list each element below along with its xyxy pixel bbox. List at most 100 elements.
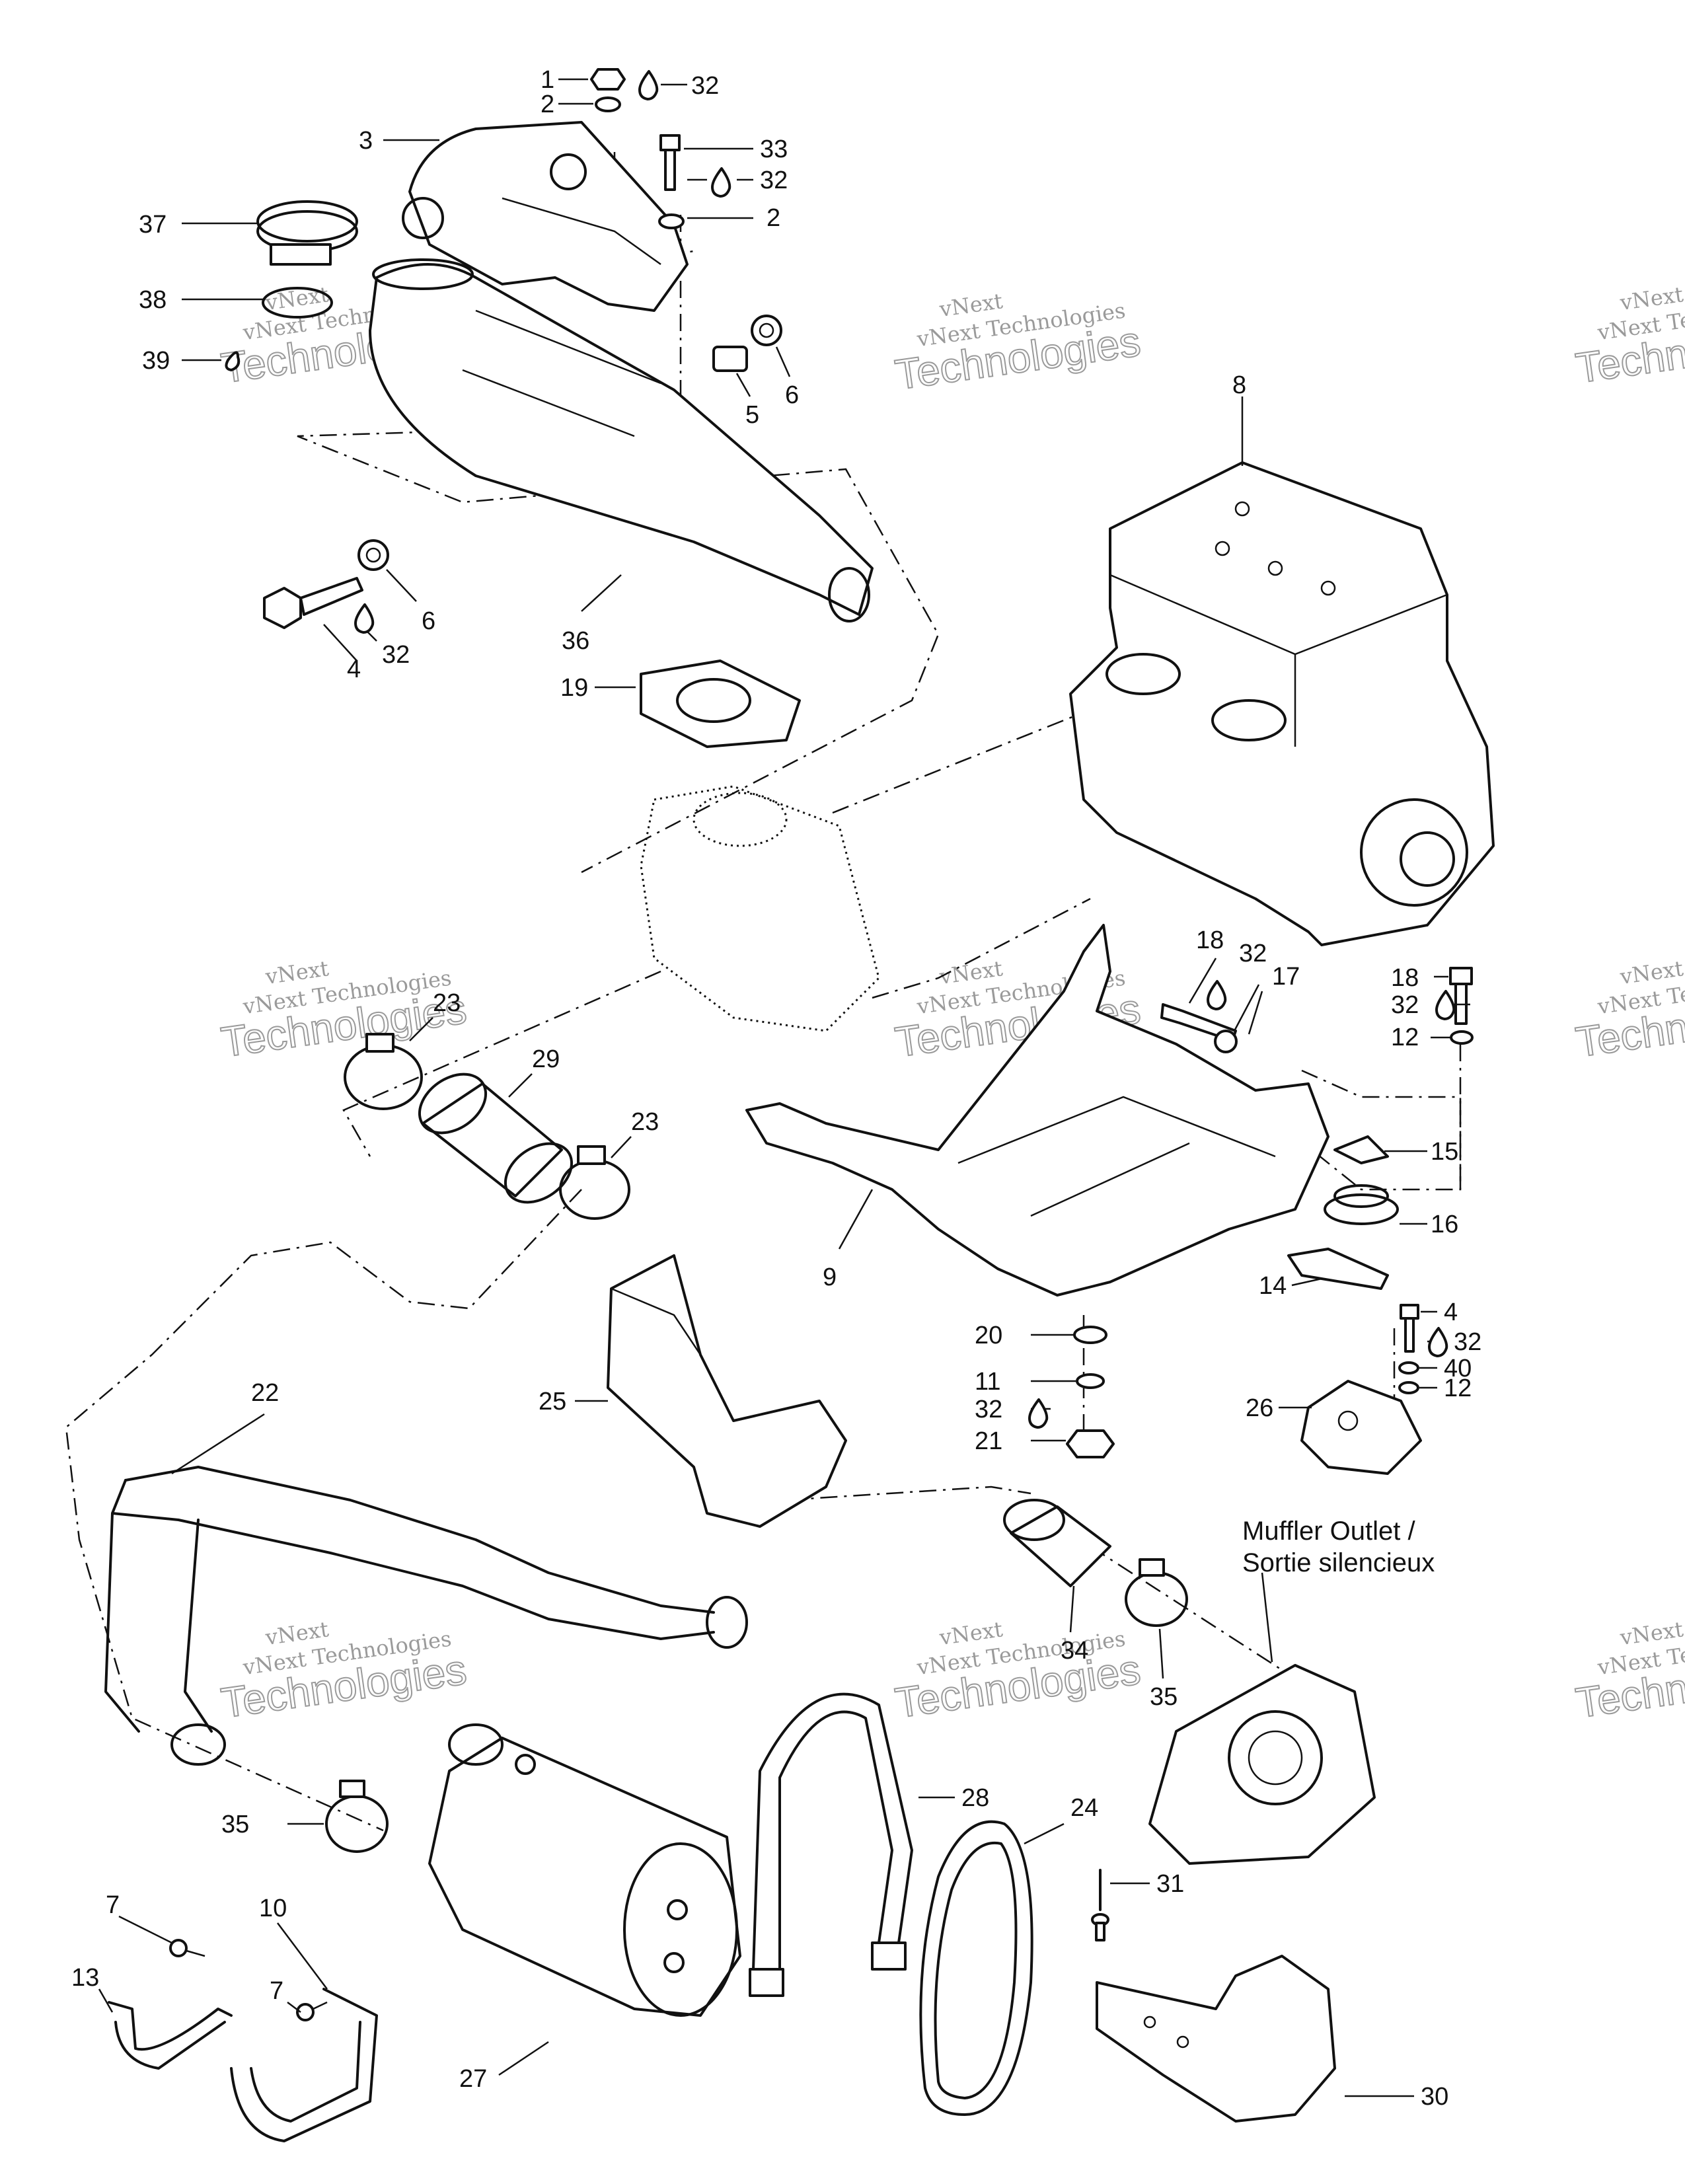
assembly-line-elbow-hose (342, 970, 661, 1157)
assembly-line-pipe-outlet (726, 1472, 1031, 1501)
callout-14: 14 (1259, 1272, 1287, 1300)
washer-2-top (595, 96, 621, 112)
callout-32: 32 (691, 72, 719, 100)
exhaust-manifold-3 (402, 121, 689, 312)
o-ring-38 (262, 287, 333, 319)
rivet-31 (1091, 1869, 1109, 1941)
assembly-line-engine-elbow (832, 706, 1098, 814)
washer-2-right (658, 213, 685, 229)
muffler-outlet (1148, 1664, 1376, 1865)
washer-20 (1073, 1326, 1107, 1344)
callout-16: 16 (1431, 1211, 1458, 1238)
screw-7-left (169, 1939, 206, 1957)
callout-10: 10 (259, 1895, 287, 1922)
nut-21 (1066, 1429, 1115, 1458)
callout-5: 5 (745, 401, 759, 429)
callout-32: 32 (1391, 991, 1419, 1019)
callout-19: 19 (560, 674, 588, 702)
screw-7-right (296, 2001, 328, 2021)
clamp-23-left (344, 1033, 423, 1110)
strap-28 (749, 1692, 913, 1997)
callout-26: 26 (1246, 1394, 1273, 1422)
callout-29: 29 (532, 1045, 560, 1073)
callout-37: 37 (139, 211, 167, 239)
callout-28: 28 (961, 1784, 989, 1812)
callout-3: 3 (359, 127, 373, 155)
callout-40: 40 (1444, 1355, 1472, 1382)
assembly-line-hose-muffler (65, 1189, 582, 1832)
washer-12-top (1450, 1030, 1474, 1045)
callout-1: 1 (541, 66, 554, 94)
plate-14 (1287, 1248, 1389, 1290)
callout-35: 35 (221, 1811, 249, 1838)
nut-1 (590, 68, 626, 91)
mount-26 (1300, 1380, 1422, 1475)
callout-33: 33 (760, 135, 788, 163)
washer-17 (1214, 1030, 1238, 1053)
callout-2: 2 (541, 91, 554, 118)
sealant-drop-icon (638, 70, 659, 100)
callout-numbers: 1 2 32 3 33 32 2 37 38 39 5 6 8 6 4 32 3… (71, 66, 1481, 2111)
callout-8: 8 (1232, 371, 1246, 399)
watermark-6: vNext Technologies vNext Technologies (1572, 956, 1685, 1067)
block-25 (607, 1254, 847, 1528)
callout-13: 13 (71, 1964, 99, 1992)
callout-32: 32 (382, 641, 410, 669)
watermark-7: vNext Technologies vNext Technologies (217, 1616, 470, 1727)
callout-12: 12 (1444, 1374, 1472, 1402)
sleeve-5 (712, 346, 748, 372)
callout-22: 22 (251, 1379, 279, 1407)
callout-32: 32 (975, 1396, 1002, 1423)
watermark-3: vNext Technologies vNext Technologies (1572, 282, 1685, 393)
callout-31: 31 (1156, 1870, 1184, 1898)
assembly-line-outlet (1090, 1545, 1296, 1680)
muffler-outlet-label-line2: Sortie silencieux (1242, 1548, 1435, 1577)
callout-17: 17 (1272, 963, 1300, 991)
strap-13 (108, 2001, 233, 2070)
bolt-18-right (1449, 967, 1473, 1025)
watermark-2: vNext Technologies vNext Technologies (891, 288, 1144, 399)
callout-4: 4 (1444, 1299, 1458, 1326)
assembly-line-engine-bracket (872, 897, 1091, 999)
sealant-icons (354, 70, 1456, 1429)
callout-24: 24 (1070, 1794, 1098, 1822)
callout-6: 6 (422, 607, 435, 635)
callout-36: 36 (562, 627, 589, 655)
callout-21: 21 (975, 1427, 1002, 1455)
muffler-outlet-label: Muffler Outlet / Sortie silencieux (1242, 1517, 1435, 1577)
mount-16 (1324, 1184, 1399, 1225)
callout-27: 27 (459, 2065, 487, 2093)
callout-25: 25 (539, 1388, 566, 1415)
sealant-drop-icon (1028, 1398, 1049, 1429)
callout-38: 38 (139, 286, 167, 314)
sealant-drop-icon (711, 167, 731, 198)
callout-15: 15 (1431, 1138, 1458, 1166)
callout-20: 20 (975, 1322, 1002, 1349)
callout-2: 2 (767, 204, 780, 232)
callout-12: 12 (1391, 1024, 1419, 1051)
bracket-9 (745, 924, 1329, 1297)
callout-11: 11 (975, 1368, 1000, 1396)
clamp-35-right (1125, 1558, 1188, 1627)
callout-32: 32 (760, 167, 788, 194)
callout-18: 18 (1196, 926, 1224, 954)
plate-15 (1333, 1135, 1389, 1164)
gasket-19 (640, 659, 801, 748)
callout-9: 9 (823, 1263, 837, 1291)
parts (104, 68, 1495, 2142)
watermark-8: vNext Technologies vNext Technologies (891, 1616, 1144, 1727)
callout-32: 32 (1454, 1328, 1481, 1356)
muffler-27 (428, 1723, 741, 2017)
callout-4: 4 (347, 656, 361, 683)
clamp-37 (256, 200, 358, 266)
callout-34: 34 (1061, 1637, 1088, 1665)
sleeve-29 (418, 1073, 574, 1204)
callout-18: 18 (1391, 964, 1419, 992)
sealant-drop-icon (1435, 990, 1456, 1020)
callout-7: 7 (106, 1891, 120, 1919)
sealant-drop-icon (354, 603, 375, 634)
watermark-4: vNext Technologies vNext Technologies (217, 956, 470, 1067)
watermark-9: vNext Technologies vNext Technologies (1572, 1616, 1685, 1727)
